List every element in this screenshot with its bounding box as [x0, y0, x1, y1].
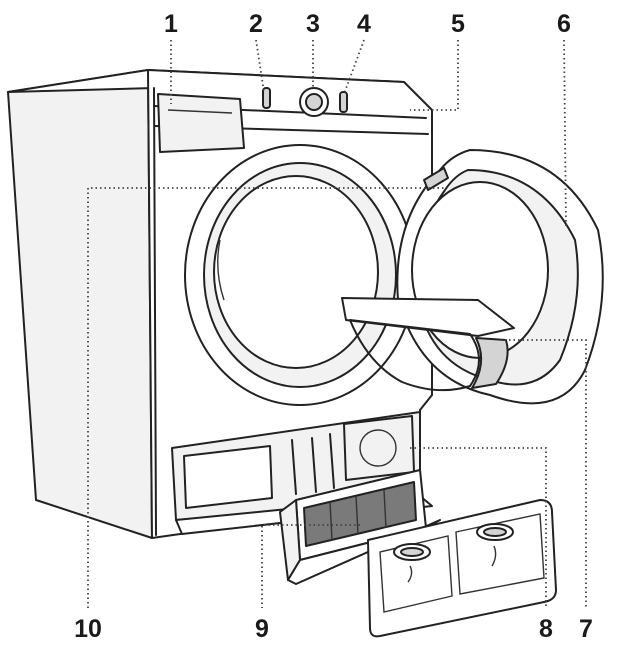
- label-2: 2: [249, 10, 263, 38]
- open-door: [341, 149, 604, 405]
- door-filter-mesh: [349, 319, 480, 392]
- label-1: 1: [164, 10, 178, 38]
- label-8: 8: [539, 615, 553, 643]
- label-5: 5: [451, 10, 465, 38]
- drum-opening: [184, 144, 416, 406]
- heat-exchanger-cover: [367, 499, 557, 638]
- label-4: 4: [357, 10, 371, 38]
- option-button: [339, 91, 348, 113]
- label-9: 9: [255, 615, 269, 643]
- leader-lines: [87, 39, 587, 608]
- label-6: 6: [557, 10, 571, 38]
- label-3: 3: [306, 10, 320, 38]
- label-7: 7: [579, 615, 593, 643]
- door-filter-frame: [341, 297, 515, 337]
- label-10: 10: [74, 615, 102, 643]
- callout-labels: 1 2 3 4 5 6 7 8 9 10: [74, 10, 593, 643]
- control-panel: [153, 87, 429, 153]
- water-container-drawer: [157, 93, 245, 153]
- display-indicator: [262, 87, 271, 109]
